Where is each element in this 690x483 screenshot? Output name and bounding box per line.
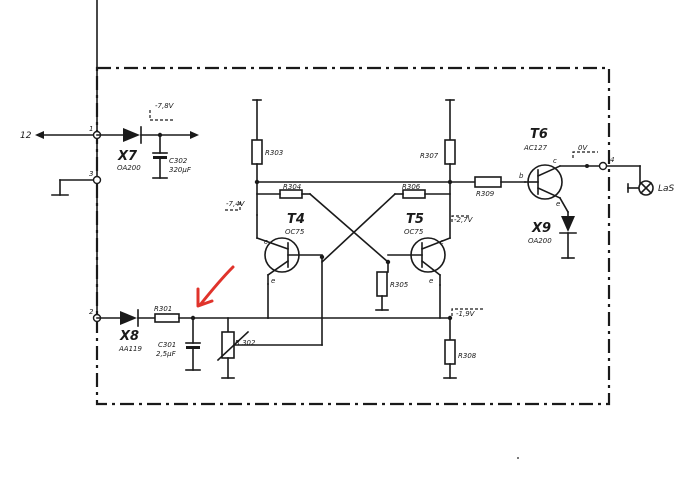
x8-name: X8 bbox=[119, 329, 139, 344]
t5-pin-e: e bbox=[429, 277, 433, 285]
r304-resistor bbox=[279, 189, 303, 199]
x8-type: AA119 bbox=[118, 345, 142, 353]
c302-value: 320µF bbox=[169, 166, 192, 174]
r309-label: R309 bbox=[476, 190, 495, 198]
t5-e-diag bbox=[420, 259, 442, 277]
r305-resistor bbox=[376, 271, 388, 297]
t5-type: OC75 bbox=[404, 228, 424, 236]
r301-label: R301 bbox=[154, 305, 172, 313]
t6-emitter-wire bbox=[558, 196, 570, 214]
x9-diode-icon bbox=[561, 216, 575, 232]
out-voltage-leader bbox=[572, 151, 598, 158]
x9-type: OA200 bbox=[528, 237, 552, 245]
x8-diode-icon bbox=[120, 311, 137, 325]
r303-label: R303 bbox=[265, 149, 283, 157]
t6-name: T6 bbox=[530, 127, 548, 142]
cross-coupling-b bbox=[320, 192, 397, 264]
lamp-label: LaS bbox=[658, 184, 675, 194]
r308-voltage: -1,9V bbox=[456, 310, 476, 318]
t4-voltage-leader bbox=[225, 202, 241, 211]
x7-diode-icon bbox=[123, 128, 140, 142]
c301-name: C301 bbox=[158, 341, 176, 349]
t5-c-diag bbox=[420, 236, 452, 251]
x9-name: X9 bbox=[531, 221, 551, 236]
terminal-1-label: 1 bbox=[89, 125, 93, 133]
r308-label: R308 bbox=[458, 352, 477, 360]
terminal-4-label: 4 bbox=[610, 156, 614, 164]
t6-pin-e: e bbox=[556, 200, 560, 208]
annotation-arrow-icon bbox=[196, 287, 214, 308]
t4-pin-c: c bbox=[264, 238, 268, 246]
r306-resistor bbox=[402, 189, 426, 199]
x7-out-arrow-icon bbox=[190, 131, 199, 139]
input-label: 12 bbox=[20, 131, 32, 141]
out-voltage: 0V bbox=[578, 144, 588, 152]
x7-type: OA200 bbox=[117, 164, 141, 172]
c301-value: 2,5µF bbox=[156, 350, 177, 358]
out-node bbox=[585, 164, 589, 168]
module-frame bbox=[95, 66, 611, 406]
t5-voltage: -2,7V bbox=[454, 216, 474, 224]
t5-name: T5 bbox=[406, 212, 424, 227]
t4-type: OC75 bbox=[285, 228, 305, 236]
terminal-2-label: 2 bbox=[89, 308, 94, 316]
t4-e-diag bbox=[266, 259, 290, 277]
x7-voltage: -7,8V bbox=[155, 102, 175, 110]
t6-c-diag bbox=[536, 164, 562, 178]
t6-pin-b: b bbox=[519, 172, 524, 180]
t4-name: T4 bbox=[287, 212, 305, 227]
t6-e-diag bbox=[536, 186, 562, 200]
t4-voltage: -7,4V bbox=[226, 200, 246, 208]
r305-label: R305 bbox=[390, 281, 409, 289]
x7-name: X7 bbox=[117, 149, 138, 164]
r308-resistor bbox=[444, 339, 456, 365]
t6-pin-c: c bbox=[553, 157, 557, 165]
lamp-cross-b bbox=[639, 181, 653, 195]
terminal-4 bbox=[598, 161, 608, 171]
r302-adjust-arrow-icon bbox=[216, 330, 250, 362]
x7-voltage-leader bbox=[149, 110, 173, 121]
r301-resistor bbox=[154, 313, 180, 323]
c301-plate-bottom bbox=[186, 346, 200, 349]
t4-pin-e: e bbox=[271, 277, 275, 285]
t5-pin-c: c bbox=[440, 238, 444, 246]
t4-c-diag bbox=[255, 236, 290, 251]
t6-type: AC127 bbox=[523, 144, 548, 152]
terminal-3-label: 3 bbox=[89, 170, 93, 178]
r307-resistor bbox=[444, 139, 456, 165]
c302-plate-bottom bbox=[153, 156, 167, 159]
r308-voltage-leader bbox=[451, 308, 484, 316]
r306-label: R306 bbox=[402, 183, 421, 191]
t5-voltage-leader bbox=[451, 215, 470, 222]
r304-label: R304 bbox=[283, 183, 301, 191]
cross-coupling-a bbox=[308, 192, 390, 264]
r309-resistor bbox=[474, 176, 502, 188]
r303-resistor bbox=[251, 139, 263, 165]
input-arrow-icon bbox=[35, 131, 44, 139]
scan-speck bbox=[517, 457, 519, 459]
annotation-arrow-shaft bbox=[198, 265, 235, 307]
r307-label: R307 bbox=[420, 152, 439, 160]
c302-name: C302 bbox=[169, 157, 188, 165]
r302-label: R 302 bbox=[235, 339, 256, 347]
terminal-3 bbox=[92, 175, 102, 185]
